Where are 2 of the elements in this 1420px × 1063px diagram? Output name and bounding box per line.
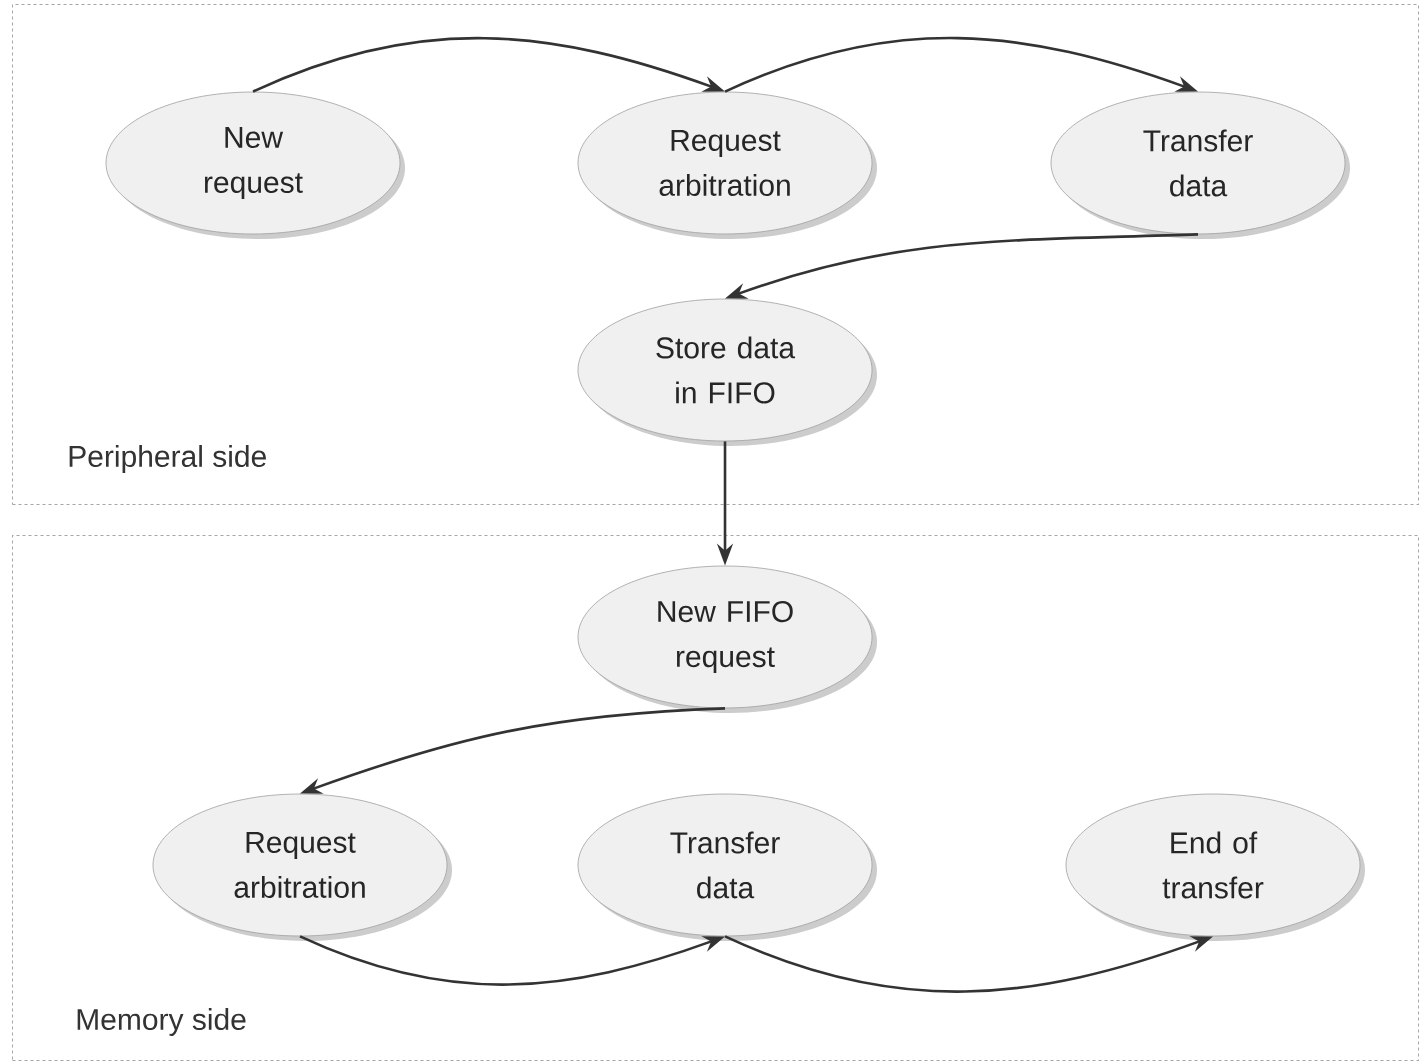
group-heading: Memory side	[77, 1008, 246, 1036]
group-heading: Peripheral side	[69, 445, 266, 473]
